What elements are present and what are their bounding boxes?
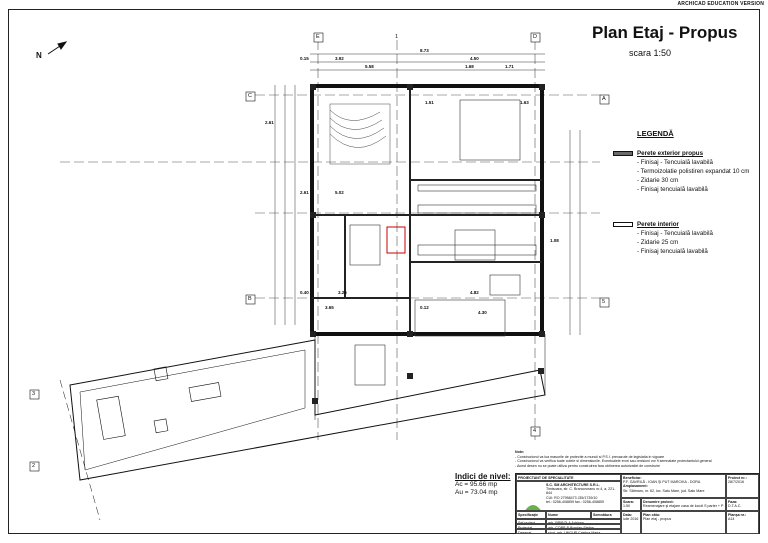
- legend-exterior-item: - Finisaj - Tencuială lavabilă: [637, 159, 713, 166]
- company-cui: CUI: RO 27958473: [546, 495, 577, 500]
- sheet-number-cell: Planşa nr.:A14: [726, 511, 759, 534]
- spec-label: Specificaţie: [516, 511, 546, 519]
- dimension-label: 3.92: [335, 56, 344, 61]
- legend-exterior: Perete exterior propus - Finisaj - Tencu…: [637, 149, 755, 194]
- notes-heading: Note:: [515, 450, 525, 454]
- legend-exterior-heading: Perete exterior propus: [637, 150, 704, 157]
- dimension-label: 4.30: [478, 310, 487, 315]
- legend-title: LEGENDĂ: [637, 129, 674, 138]
- level-ac: Ac = 95.66 mp: [455, 481, 498, 488]
- dimension-label: 1.68: [465, 64, 474, 69]
- legend-interior-item: - Finisaj - Tencuială lavabilă: [637, 230, 713, 237]
- signature-label: Semnătura: [591, 511, 621, 519]
- phase-cell: Faza:D.T.A.C.: [726, 498, 759, 511]
- furniture: [349, 99, 537, 386]
- dimension-label: 4.50: [470, 56, 479, 61]
- legend-interior: Perete interior - Finisaj - Tencuială la…: [637, 220, 755, 256]
- exterior-walls: [310, 84, 544, 336]
- chief-name: arh. PRIBOLA Adriana: [546, 519, 621, 524]
- dimension-label: 1.51: [425, 100, 434, 105]
- interior-walls: [312, 88, 542, 332]
- date-cell: Data:iulie 2016: [621, 511, 641, 534]
- legend-exterior-item: - Zidarie 30 cm: [637, 177, 679, 184]
- designer-info: S.C. SM ARCHITECTURE S.R.L. Timisoara, s…: [516, 481, 621, 511]
- project-number-cell: Proiect nr.: 28/7/2016: [726, 474, 759, 498]
- grid-label: E: [316, 34, 320, 40]
- sheet-title: Plan Etaj - Propus: [592, 23, 738, 42]
- company-name: S.C. SM ARCHITECTURE S.R.L.: [546, 483, 600, 487]
- exterior-wall-swatch: [613, 151, 633, 156]
- level-indices: Indici de nivel: Ac = 95.66 mp Au = 73.0…: [455, 473, 511, 497]
- grid-label: 1: [395, 34, 399, 40]
- dimension-label: 0.15: [300, 56, 309, 61]
- company-reg: J35/1739/10: [577, 495, 598, 500]
- note-line: - Constructorul va lua masurile de prote…: [515, 454, 665, 459]
- scale-cell: Scara:1:50: [621, 498, 641, 511]
- legend-interior-item: - Zidarie 25 cm: [637, 239, 679, 246]
- designed-name: arh. CORB B.Bogdan Ştefan: [546, 524, 621, 529]
- sheet-frame: [8, 9, 760, 534]
- dimension-label: 8.73: [420, 48, 429, 53]
- dimension-label: 3.65: [325, 305, 334, 310]
- note-line: - Constructorul va verifica toate cotele…: [515, 459, 712, 464]
- dimension-label: 5.58: [365, 64, 374, 69]
- designed-label: Proiectat: [516, 524, 546, 529]
- company-logo-icon: [525, 505, 541, 510]
- highlight-box: [386, 226, 406, 254]
- dimension-label: 2.61: [265, 120, 274, 125]
- legend-exterior-item: - Finisaj tencuială lavabilă: [637, 186, 708, 193]
- level-heading: Indici de nivel:: [455, 472, 511, 481]
- legend-interior-item: - Finisaj tencuială lavabilă: [637, 248, 708, 255]
- legend-exterior-item: - Termoizolatie polistiren expandat 10 c…: [637, 168, 750, 175]
- drawing-name-cell: Plan cătu:Plan etaj - propus: [641, 511, 726, 534]
- project-title-cell: Denumire proiect:Reamenajare şi etajare …: [641, 498, 726, 511]
- dimension-label: 5.02: [335, 190, 344, 195]
- legend-interior-heading: Perete interior: [637, 221, 679, 228]
- north-arrow-icon: N: [36, 41, 68, 60]
- grid-bubbles: [29, 32, 610, 472]
- grid-label: 5: [602, 299, 606, 305]
- svg-text:N: N: [36, 51, 42, 60]
- terrace: [69, 339, 546, 481]
- chief-label: Sef proiect: [516, 519, 546, 524]
- title-block: PROIECTANT DE SPECIALITATE S.C. SM ARCHI…: [515, 473, 760, 534]
- interior-wall-swatch: [613, 222, 633, 227]
- name-label: Nume: [546, 511, 591, 519]
- dimension-label: 1.71: [505, 64, 514, 69]
- dimension-label: 1.08: [550, 238, 559, 243]
- drawn-label: Desenat: [516, 529, 546, 534]
- level-au: Au = 73.04 mp: [455, 489, 498, 496]
- grid-label: 3: [32, 391, 36, 397]
- grid-label: C: [248, 93, 252, 99]
- dimension-lines: [274, 53, 581, 335]
- dimension-label: 3.25: [338, 290, 347, 295]
- grid-label: D: [533, 34, 537, 40]
- grid-label: B: [248, 296, 252, 302]
- dimension-label: 2.61: [300, 190, 309, 195]
- sheet-scale: scara 1:50: [629, 48, 672, 58]
- company-tel: tel.: 0256-408859: [546, 499, 574, 504]
- beneficiary-cell: Beneficiar: P.F. GAVRILĂ - IOAN ŞI PUT M…: [621, 474, 726, 498]
- grid-label: A: [602, 96, 606, 102]
- dimension-label: 1.63: [520, 100, 529, 105]
- staircase: [329, 103, 391, 165]
- columns: [310, 84, 545, 404]
- edition-label: ARCHICAD EDUCATION VERSION: [677, 1, 764, 7]
- company-fax: fax.: 0256-408859: [574, 499, 604, 504]
- dimension-label: 0.12: [420, 305, 429, 310]
- dimension-label: 0.40: [300, 290, 309, 295]
- note-line: - Acest desen nu se poate utiliza pentru…: [515, 463, 661, 468]
- drawn-name: stud. arh. UNGUR Cristina Maria: [546, 529, 621, 534]
- company-address: Timisoara, str. C. Brancoveanu nr.4, a, …: [546, 487, 616, 496]
- dimension-label: 4.82: [470, 290, 479, 295]
- designer-label: PROIECTANT DE SPECIALITATE: [516, 474, 621, 481]
- grid-label: 4: [533, 428, 537, 434]
- notes: Note: - Constructorul va lua masurile de…: [515, 450, 750, 468]
- grid-label: 2: [32, 463, 36, 469]
